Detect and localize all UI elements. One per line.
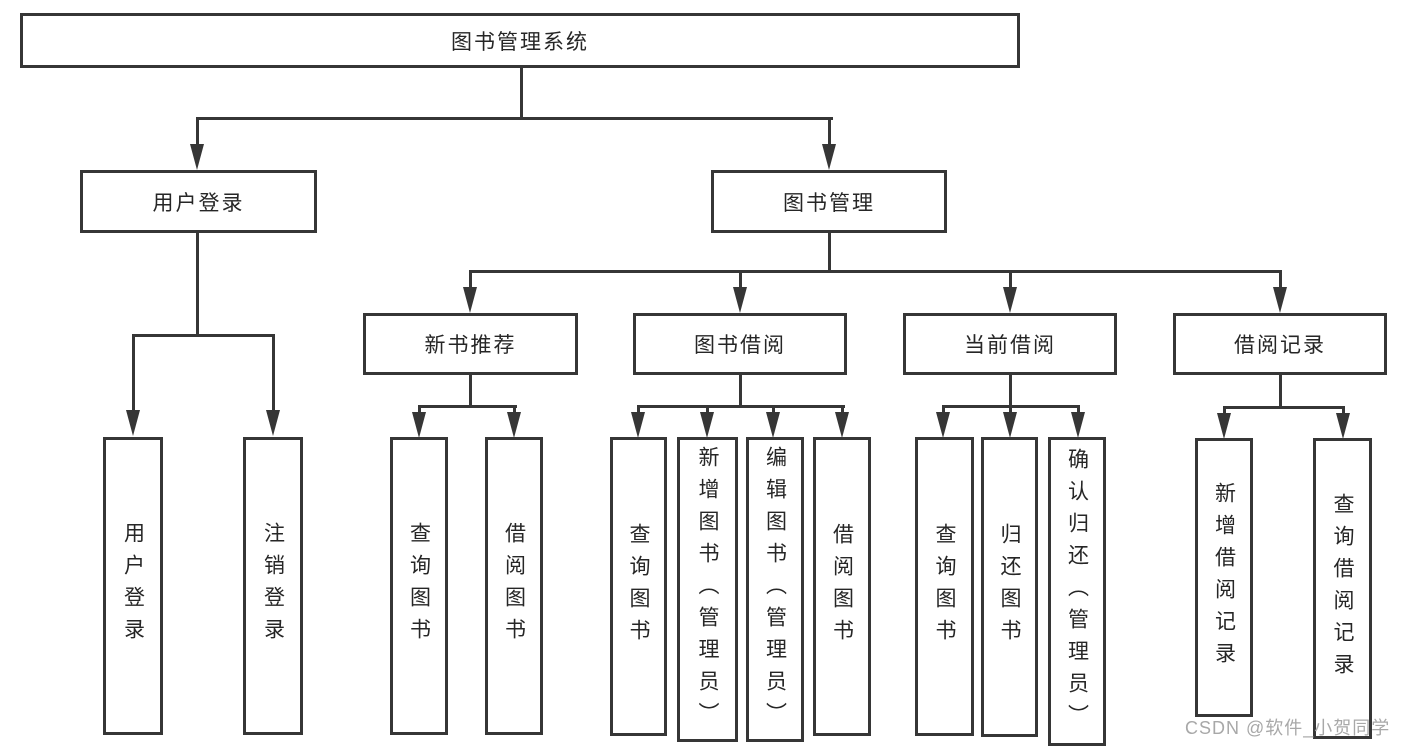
node-user-login: 用户登录 (80, 170, 317, 233)
arrowhead-down-icon (507, 412, 521, 438)
connector-line (469, 270, 472, 289)
leaf-label: 归还图书 (998, 523, 1021, 651)
leaf-label: 新增借阅记录 (1212, 481, 1236, 674)
connector-line (1009, 270, 1012, 289)
connector-line (637, 405, 640, 415)
connector-line (1009, 405, 1012, 415)
leaf-label: 查询图书 (407, 522, 431, 650)
arrowhead-down-icon (1336, 413, 1350, 439)
arrowhead-down-icon (190, 144, 204, 170)
leaf-query-book-borrow: 查询图书 (610, 437, 667, 736)
node-book-borrow: 图书借阅 (633, 313, 847, 375)
connector-line (637, 405, 845, 408)
arrowhead-down-icon (1273, 287, 1287, 313)
leaf-logout: 注销登录 (243, 437, 303, 735)
leaf-label: 借阅图书 (502, 522, 526, 650)
connector-line (828, 233, 831, 272)
leaf-borrow-book-borrow: 借阅图书 (813, 437, 871, 736)
connector-line (469, 375, 472, 407)
arrowhead-down-icon (936, 412, 950, 438)
arrowhead-down-icon (766, 412, 780, 438)
connector-line (1279, 375, 1282, 408)
leaf-query-book-newbook: 查询图书 (390, 437, 448, 735)
connector-line (706, 405, 709, 415)
node-root: 图书管理系统 (20, 13, 1020, 68)
connector-line (1279, 270, 1282, 289)
connector-line (520, 68, 523, 119)
connector-line (772, 405, 775, 415)
arrowhead-down-icon (1217, 413, 1231, 439)
connector-line (132, 334, 275, 337)
connector-line (1342, 406, 1345, 415)
leaf-label: 查询图书 (933, 522, 956, 651)
connector-line (942, 405, 945, 415)
leaf-add-book-admin: 新增图书（管理员） (677, 437, 738, 742)
leaf-label: 查询图书 (627, 522, 650, 651)
leaf-edit-book-admin: 编辑图书（管理员） (746, 437, 804, 742)
connector-line (828, 117, 831, 147)
connector-line (196, 233, 199, 336)
arrowhead-down-icon (463, 287, 477, 313)
connector-line (196, 117, 833, 120)
arrowhead-down-icon (412, 412, 426, 438)
connector-line (272, 334, 275, 412)
node-new-book: 新书推荐 (363, 313, 578, 375)
connector-line (418, 405, 421, 415)
connector-line (739, 375, 742, 407)
leaf-borrow-book-newbook: 借阅图书 (485, 437, 543, 735)
csdn-watermark: CSDN @软件_小贺同学 (1185, 718, 1391, 738)
leaf-label: 新增图书（管理员） (696, 445, 719, 734)
leaf-label: 用户登录 (121, 522, 145, 650)
leaf-label: 注销登录 (261, 522, 285, 650)
connector-line (418, 405, 517, 408)
leaf-query-book-current: 查询图书 (915, 437, 974, 736)
arrowhead-down-icon (1071, 412, 1085, 438)
arrowhead-down-icon (733, 287, 747, 313)
leaf-label: 确认归还（管理员） (1065, 447, 1089, 736)
leaf-confirm-return-admin: 确认归还（管理员） (1048, 437, 1106, 746)
connector-line (132, 334, 135, 412)
node-borrow-records: 借阅记录 (1173, 313, 1387, 375)
arrowhead-down-icon (266, 410, 280, 436)
connector-line (1077, 405, 1080, 415)
leaf-user-login: 用户登录 (103, 437, 163, 735)
arrowhead-down-icon (822, 144, 836, 170)
leaf-return-book: 归还图书 (981, 437, 1038, 737)
arrowhead-down-icon (700, 412, 714, 438)
node-current-borrow: 当前借阅 (903, 313, 1117, 375)
leaf-label: 编辑图书（管理员） (763, 445, 787, 734)
connector-line (469, 270, 1282, 273)
connector-line (513, 405, 516, 415)
connector-line (739, 270, 742, 289)
leaf-label: 借阅图书 (830, 522, 854, 651)
arrowhead-down-icon (631, 412, 645, 438)
arrowhead-down-icon (126, 410, 140, 436)
leaf-add-borrow-record: 新增借阅记录 (1195, 438, 1253, 717)
connector-line (1009, 375, 1012, 407)
connector-line (196, 117, 199, 147)
arrowhead-down-icon (1003, 412, 1017, 438)
leaf-label: 查询借阅记录 (1331, 492, 1354, 685)
node-book-mgmt: 图书管理 (711, 170, 947, 233)
arrowhead-down-icon (1003, 287, 1017, 313)
connector-line (1223, 406, 1344, 409)
connector-line (1223, 406, 1226, 415)
arrowhead-down-icon (835, 412, 849, 438)
leaf-query-borrow-record: 查询借阅记录 (1313, 438, 1372, 739)
connector-line (841, 405, 844, 415)
